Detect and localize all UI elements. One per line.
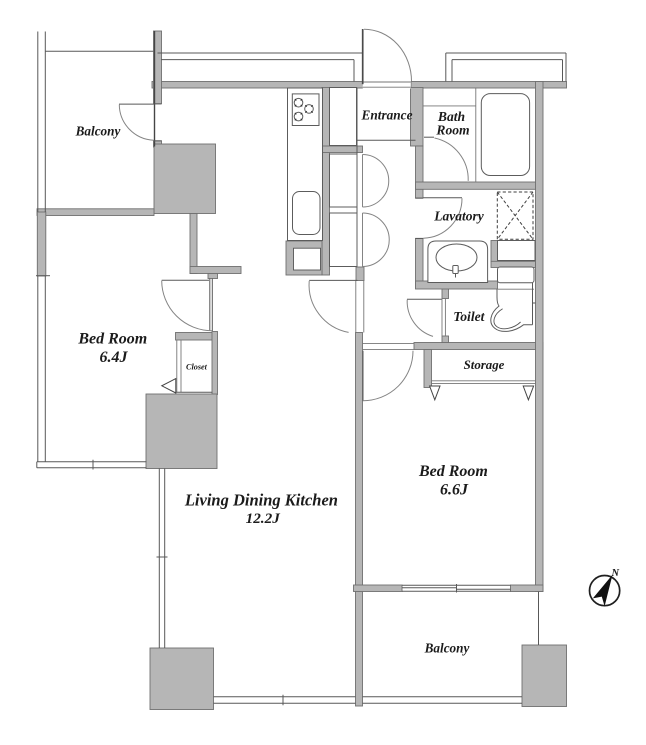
svg-text:Toilet: Toilet: [453, 309, 485, 324]
svg-text:Storage: Storage: [464, 358, 505, 372]
svg-text:Bath: Bath: [437, 109, 465, 124]
svg-text:Room: Room: [435, 123, 469, 138]
svg-text:Entrance: Entrance: [361, 108, 413, 123]
svg-text:6.6J: 6.6J: [440, 482, 469, 499]
svg-text:Living Dining Kitchen: Living Dining Kitchen: [184, 491, 338, 510]
svg-text:Bed Room: Bed Room: [418, 463, 488, 480]
svg-text:12.2J: 12.2J: [246, 510, 281, 527]
svg-text:Balcony: Balcony: [424, 641, 470, 656]
svg-text:Balcony: Balcony: [75, 124, 121, 139]
svg-text:Closet: Closet: [186, 363, 208, 372]
svg-text:N: N: [611, 568, 620, 579]
svg-text:6.4J: 6.4J: [100, 349, 129, 366]
svg-text:Bed Room: Bed Room: [77, 331, 147, 348]
svg-text:Lavatory: Lavatory: [433, 209, 484, 224]
